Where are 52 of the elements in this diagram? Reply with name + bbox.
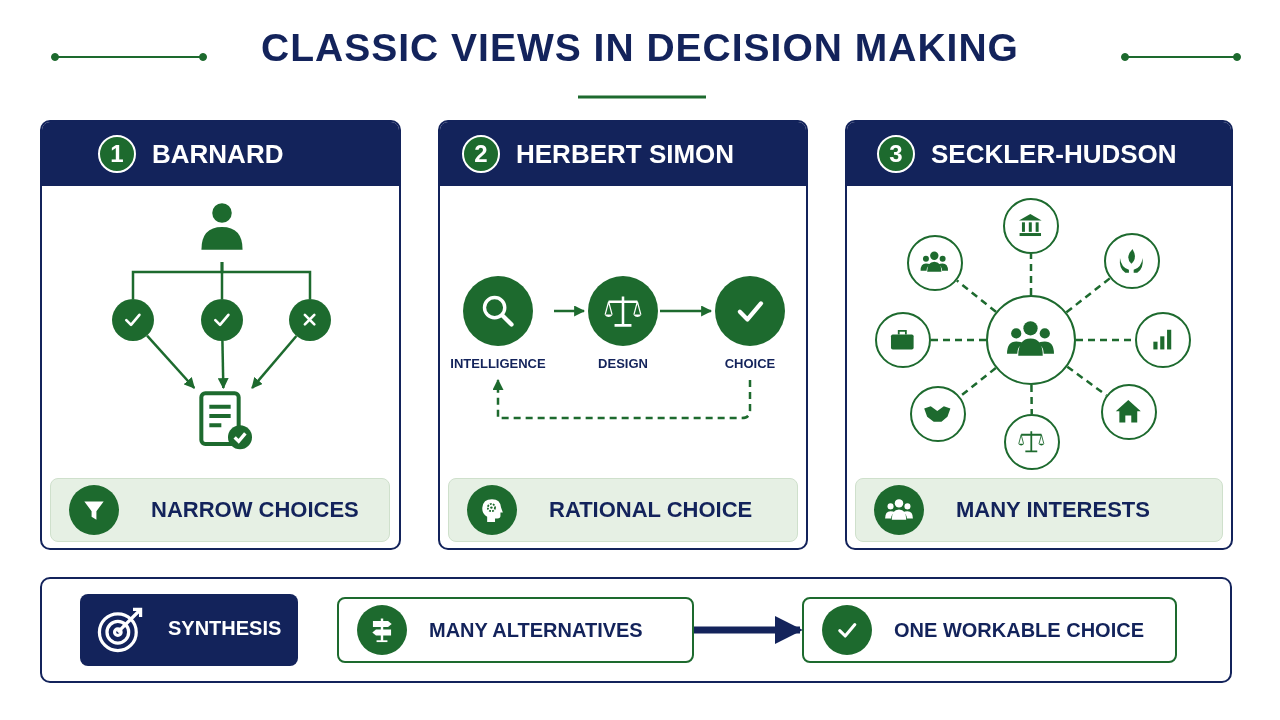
band-label: NARROW CHOICES bbox=[151, 497, 359, 523]
dashed-line bbox=[1029, 254, 1033, 295]
dashed-arrow bbox=[492, 378, 752, 420]
people-icon bbox=[907, 235, 963, 291]
dashed-line bbox=[1066, 365, 1108, 397]
step-label: CHOICE bbox=[723, 356, 777, 371]
hands-leaf-icon bbox=[1104, 233, 1160, 289]
arrow bbox=[694, 616, 803, 644]
number-badge: 1 bbox=[98, 135, 136, 173]
dashed-line bbox=[1030, 385, 1033, 414]
panel-title: BARNARD bbox=[152, 139, 284, 170]
summary-band bbox=[448, 478, 798, 542]
summary-band bbox=[855, 478, 1223, 542]
synthesis-panel bbox=[40, 577, 1232, 683]
arrow bbox=[251, 335, 298, 389]
arrow bbox=[146, 334, 196, 389]
outcome-box bbox=[802, 597, 1177, 663]
box-label: ONE WORKABLE CHOICE bbox=[894, 619, 1144, 642]
scale-icon bbox=[1004, 414, 1060, 470]
check-icon bbox=[112, 299, 154, 341]
step-label: DESIGN bbox=[597, 356, 649, 371]
arrow bbox=[554, 305, 586, 317]
dashed-line bbox=[956, 279, 997, 313]
check-icon bbox=[201, 299, 243, 341]
arrow bbox=[217, 340, 229, 390]
panel-card bbox=[438, 120, 808, 550]
box-label: MANY ALTERNATIVES bbox=[429, 619, 643, 642]
number-badge: 2 bbox=[462, 135, 500, 173]
box-label: SYNTHESIS bbox=[168, 617, 282, 640]
handshake-icon bbox=[910, 386, 966, 442]
synthesis-tag bbox=[80, 594, 298, 666]
briefcase-icon bbox=[875, 312, 931, 368]
panel-title: SECKLER-HUDSON bbox=[931, 139, 1177, 170]
number-badge: 3 bbox=[877, 135, 915, 173]
title: CLASSIC VIEWS IN DECISION MAKING bbox=[261, 26, 1019, 69]
band-label: MANY INTERESTS bbox=[956, 497, 1150, 523]
panel-title: HERBERT SIMON bbox=[516, 139, 735, 170]
band-label: RATIONAL CHOICE bbox=[549, 497, 753, 523]
summary-band bbox=[50, 478, 390, 542]
panel-card bbox=[845, 120, 1233, 550]
outcome-box bbox=[337, 597, 694, 663]
cross-icon bbox=[289, 299, 331, 341]
step-label: INTELLIGENCE bbox=[449, 356, 547, 371]
bar-chart-icon bbox=[1135, 312, 1191, 368]
dashed-line bbox=[931, 338, 986, 342]
house-icon bbox=[1101, 384, 1157, 440]
panel-card bbox=[40, 120, 401, 550]
connector-line bbox=[220, 262, 312, 299]
arrow bbox=[660, 305, 713, 317]
dashed-line bbox=[959, 367, 997, 398]
dashed-line bbox=[1065, 277, 1111, 314]
building-icon bbox=[1003, 198, 1059, 254]
